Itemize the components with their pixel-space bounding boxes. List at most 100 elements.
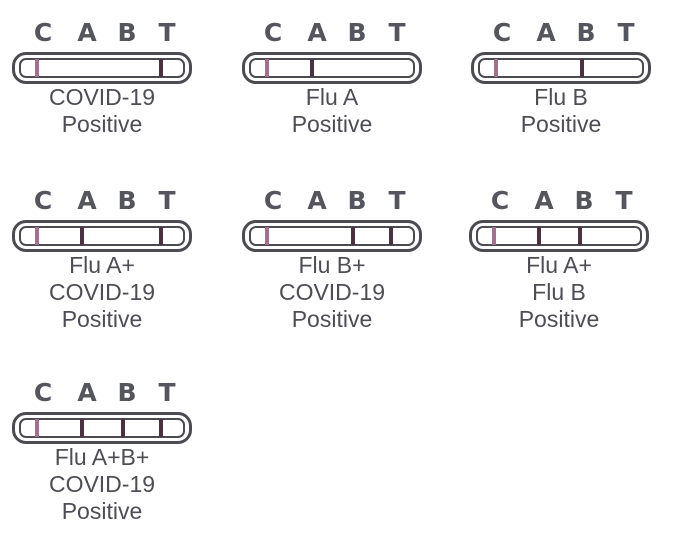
result-window: [249, 58, 415, 78]
caption-line: Positive: [291, 306, 373, 332]
letter-b: B: [576, 18, 596, 47]
test-line-a: [537, 227, 541, 245]
test-strip: [12, 52, 192, 84]
result-window: [19, 226, 185, 246]
letter-a: A: [536, 18, 556, 47]
letter-c: C: [33, 18, 53, 47]
letter-b: B: [117, 18, 137, 47]
caption-line: COVID-19: [48, 84, 156, 110]
test-strip: [469, 220, 649, 252]
caption-line: Positive: [61, 111, 143, 137]
letter-t: T: [388, 186, 406, 215]
control-line: [35, 419, 39, 437]
letter-a: A: [534, 186, 554, 215]
caption-line: Flu A: [305, 84, 359, 110]
letter-t: T: [388, 18, 406, 47]
caption-line: Positive: [291, 111, 373, 137]
test-line-b: [580, 59, 584, 77]
test-line-t: [159, 59, 163, 77]
control-line: [492, 227, 496, 245]
caption-line: COVID-19: [278, 279, 386, 305]
test-line-b: [121, 419, 125, 437]
caption-line: COVID-19: [48, 471, 156, 497]
letter-t: T: [158, 186, 176, 215]
letter-b: B: [117, 186, 137, 215]
result-window: [19, 418, 185, 438]
letter-c: C: [33, 378, 53, 407]
test-strip: [12, 412, 192, 444]
caption-line: Positive: [61, 306, 143, 332]
control-line: [35, 227, 39, 245]
result-window: [476, 226, 642, 246]
caption-line: COVID-19: [48, 279, 156, 305]
test-line-t: [159, 227, 163, 245]
test-strip: [242, 52, 422, 84]
letter-b: B: [347, 18, 367, 47]
control-line: [494, 59, 498, 77]
letter-c: C: [33, 186, 53, 215]
caption-line: Flu A+: [69, 252, 135, 278]
letter-c: C: [492, 18, 512, 47]
result-window: [19, 58, 185, 78]
letter-b: B: [117, 378, 137, 407]
caption-line: Positive: [520, 111, 602, 137]
test-line-t: [159, 419, 163, 437]
result-window: [249, 226, 415, 246]
test-strip: [471, 52, 651, 84]
letter-t: T: [617, 18, 635, 47]
caption-line: Flu B: [534, 84, 588, 110]
letter-b: B: [347, 186, 367, 215]
control-line: [265, 59, 269, 77]
caption-line: Flu A+: [526, 252, 592, 278]
letter-t: T: [615, 186, 633, 215]
letter-a: A: [77, 378, 97, 407]
control-line: [35, 59, 39, 77]
test-strip: [242, 220, 422, 252]
test-line-t: [389, 227, 393, 245]
letter-c: C: [263, 186, 283, 215]
letter-a: A: [77, 186, 97, 215]
letter-c: C: [263, 18, 283, 47]
test-line-b: [578, 227, 582, 245]
caption-line: Flu B+: [298, 252, 366, 278]
control-line: [265, 227, 269, 245]
letter-t: T: [158, 18, 176, 47]
letter-c: C: [490, 186, 510, 215]
letter-a: A: [307, 186, 327, 215]
test-line-a: [80, 227, 84, 245]
letter-a: A: [307, 18, 327, 47]
result-window: [478, 58, 644, 78]
test-line-a: [310, 59, 314, 77]
caption-line: Positive: [518, 306, 600, 332]
caption-line: Flu A+B+: [54, 444, 150, 470]
test-line-b: [351, 227, 355, 245]
letter-b: B: [574, 186, 594, 215]
caption-line: Flu B: [532, 279, 586, 305]
test-strip: [12, 220, 192, 252]
test-line-a: [80, 419, 84, 437]
caption-line: Positive: [61, 498, 143, 524]
letter-a: A: [77, 18, 97, 47]
letter-t: T: [158, 378, 176, 407]
